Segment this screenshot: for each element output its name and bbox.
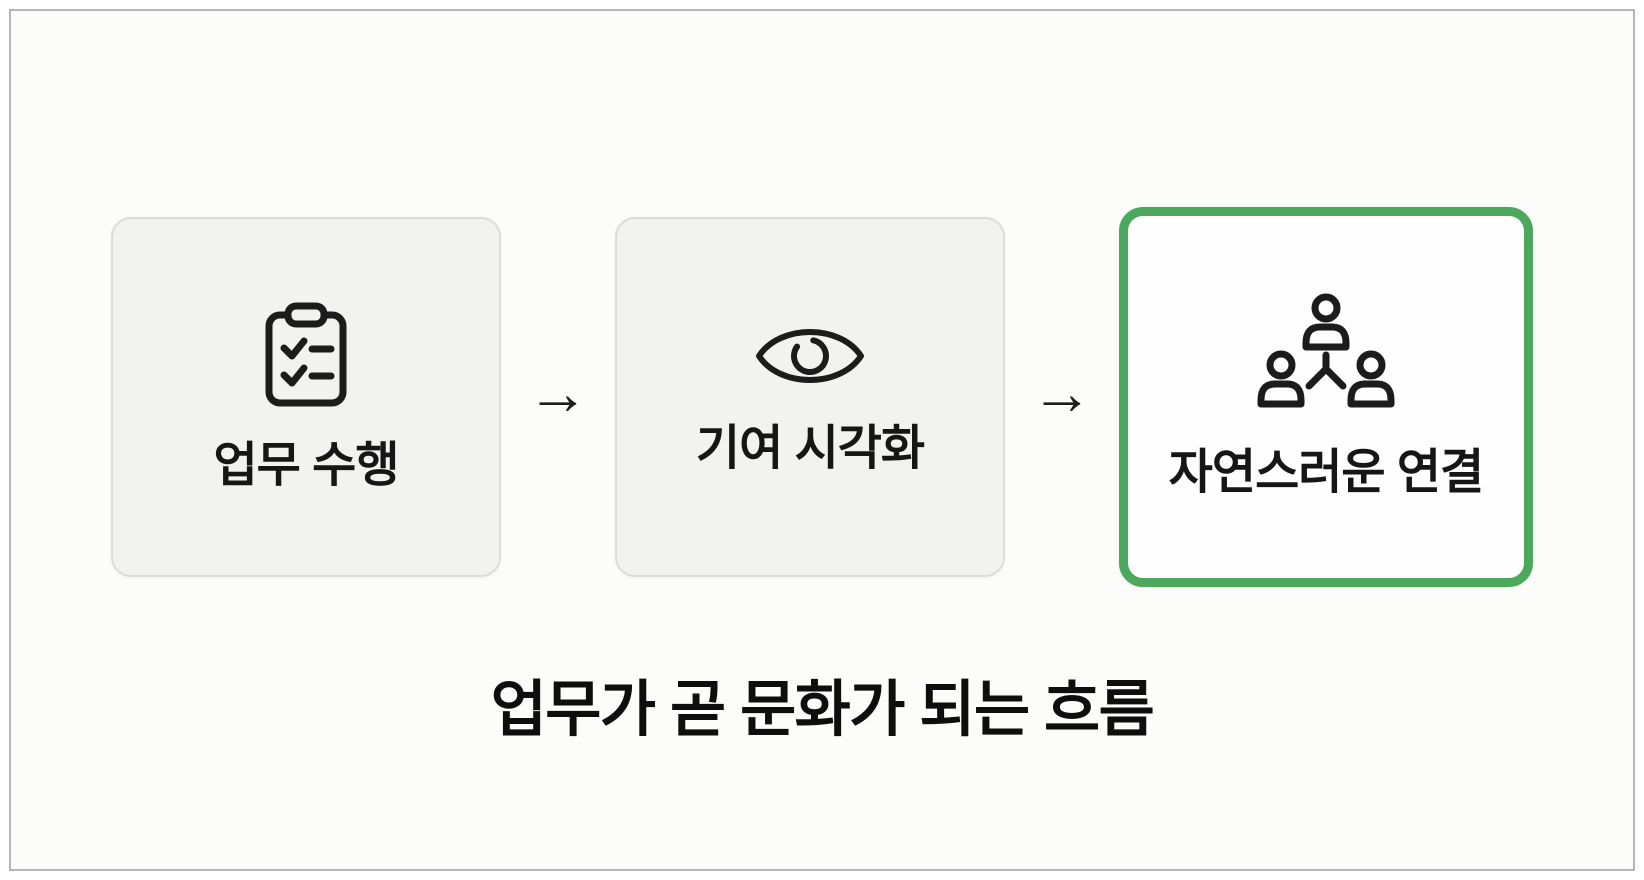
clipboard-checklist-icon	[254, 300, 358, 412]
flow-step-work-execution: 업무 수행	[111, 217, 501, 577]
slide-frame: 업무 수행 → 기여 시각화 →	[9, 9, 1635, 871]
flow-diagram: 업무 수행 → 기여 시각화 →	[111, 207, 1533, 587]
flow-step-natural-connection: 자연스러운 연결	[1119, 207, 1533, 587]
caption-text: 업무가 곧 문화가 되는 흐름	[490, 675, 1155, 743]
flow-step-contribution-visualization: 기여 시각화	[615, 217, 1005, 577]
flow-step-label: 기여 시각화	[695, 421, 925, 475]
flow-arrow-icon: →	[527, 359, 589, 428]
flow-arrow-icon: →	[1031, 359, 1093, 428]
flow-step-label: 자연스러운 연결	[1168, 445, 1484, 499]
people-network-icon	[1247, 293, 1405, 429]
flow-step-label: 업무 수행	[213, 438, 400, 492]
eye-icon	[752, 317, 868, 395]
